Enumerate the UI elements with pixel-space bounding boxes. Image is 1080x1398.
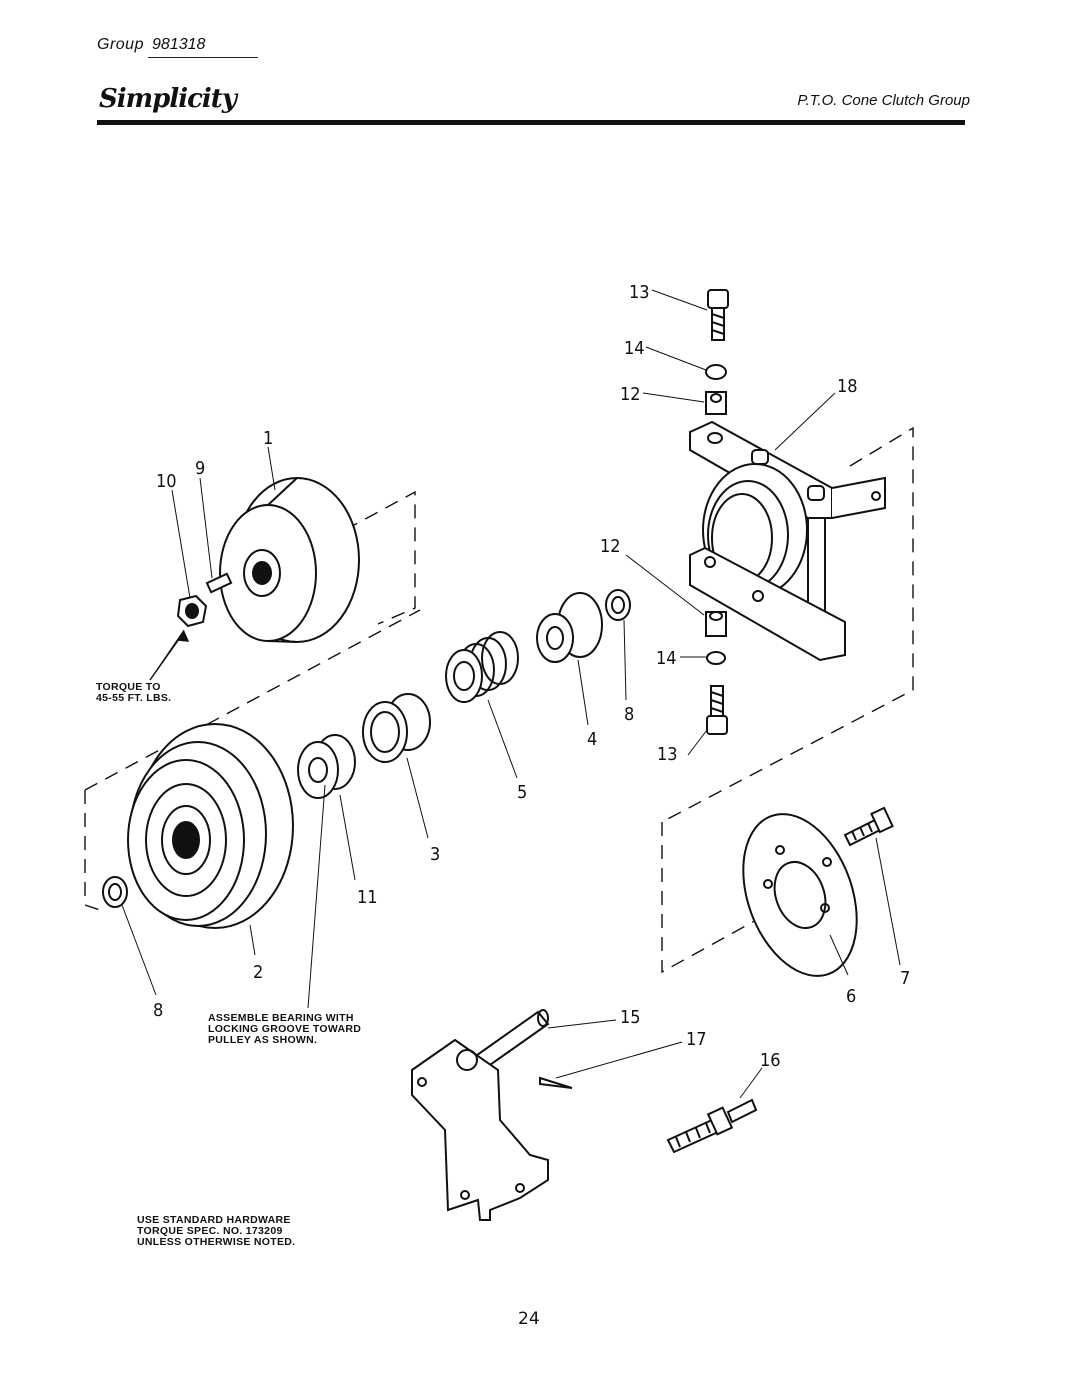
hardware-note: USE STANDARD HARDWARE TORQUE SPEC. NO. 1… [137,1215,295,1248]
bearing-note-line-1: ASSEMBLE BEARING WITH [208,1012,354,1024]
callout-6: 6 [846,986,856,1007]
callout-14-lower: 14 [656,648,677,669]
torque-note-line-1: TORQUE TO [96,681,161,693]
callout-5: 5 [517,782,527,803]
torque-arrow [149,630,190,681]
callout-18: 18 [837,376,858,397]
group-number: 981318 [152,36,206,53]
callout-3: 3 [430,844,440,865]
part-11-bearing [297,734,356,799]
callout-14-upper: 14 [624,338,645,359]
part-1-pulley [219,477,360,643]
part-16-stud [666,1098,758,1154]
callout-12-lower: 12 [600,536,621,557]
callout-numbers: 1 10 9 2 8 11 3 5 4 8 12 14 13 12 14 13 … [153,282,910,1071]
page-number: 24 [518,1309,540,1329]
part-5-spring [445,631,519,703]
callout-17: 17 [686,1029,707,1050]
part-13-bolt-bottom [706,685,728,735]
part-8-snap-ring-left [102,876,128,908]
callout-16: 16 [760,1050,781,1071]
part-9-key [205,572,233,594]
part-12-spacer-bottom [705,611,727,637]
callout-12-upper: 12 [620,384,641,405]
callout-13-lower: 13 [657,744,678,765]
header-rule [97,120,965,125]
part-18-bracket [689,420,886,662]
assembly-dashed-lines [84,426,914,974]
torque-note-line-2: 45-55 FT. LBS. [96,692,172,704]
group-label: Group [97,36,144,53]
part-6-flange-plate [742,813,858,977]
part-17-cotter-pin [539,1076,573,1089]
leader-lines [121,289,901,1099]
callout-9: 9 [195,458,205,479]
part-4-cone [536,592,603,663]
hardware-note-line-1: USE STANDARD HARDWARE [137,1214,291,1226]
part-7-bolt [843,806,894,847]
group-underline [148,57,258,58]
callout-1: 1 [263,428,273,449]
callout-10: 10 [156,471,177,492]
callout-8-left: 8 [153,1000,163,1021]
callout-13-upper: 13 [629,282,650,303]
section-title: P.T.O. Cone Clutch Group [797,92,970,109]
callout-7: 7 [900,968,910,989]
callout-15: 15 [620,1007,641,1028]
part-3-cup [362,693,431,763]
bearing-note: ASSEMBLE BEARING WITH LOCKING GROOVE TOW… [208,1013,361,1046]
part-13-bolt-top [707,289,729,341]
torque-note: TORQUE TO 45-55 FT. LBS. [96,682,171,704]
callout-8-right: 8 [624,704,634,725]
hardware-note-line-3: UNLESS OTHERWISE NOTED. [137,1236,296,1248]
part-10-nut [176,594,208,628]
part-14-lock-washer-top [705,364,727,380]
bearing-note-line-3: PULLEY AS SHOWN. [208,1034,318,1046]
hardware-note-line-2: TORQUE SPEC. NO. 173209 [137,1225,283,1237]
callout-11: 11 [357,887,378,908]
lever-bracket [411,1038,549,1221]
part-12-spacer-top [705,391,727,415]
brand-logo: Simplicity [99,84,237,114]
part-8-snap-ring-right [605,589,631,621]
callout-2: 2 [253,962,263,983]
part-2-double-pulley [127,723,294,929]
part-14-lock-washer-bottom [706,651,726,665]
bearing-note-line-2: LOCKING GROOVE TOWARD [208,1023,362,1035]
callout-4: 4 [587,729,597,750]
